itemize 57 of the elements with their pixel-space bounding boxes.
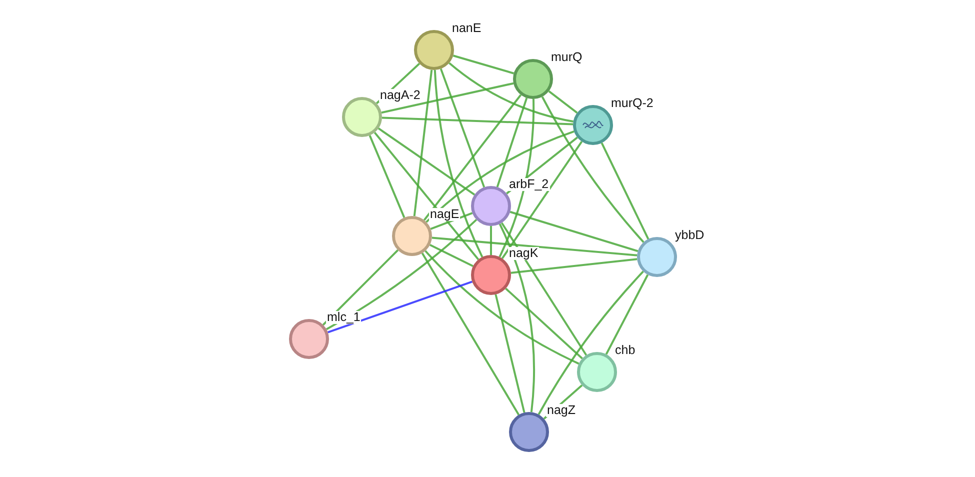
interaction-line — [368, 135, 406, 218]
protein-node — [471, 255, 511, 295]
interaction-line — [600, 142, 650, 240]
interaction-line — [421, 252, 520, 416]
interaction-line — [505, 288, 583, 360]
interaction-line — [496, 98, 528, 188]
interaction-line — [541, 96, 644, 243]
interaction-line — [430, 244, 474, 268]
interaction-line — [500, 222, 588, 356]
protein-node — [577, 352, 617, 392]
interaction-line — [490, 226, 492, 255]
interaction-line — [432, 236, 638, 256]
node-label: nagZ — [546, 404, 576, 416]
protein-node — [471, 186, 511, 226]
interaction-line — [423, 94, 522, 221]
interaction-line — [326, 218, 478, 330]
interaction-line — [538, 270, 644, 415]
interaction-line — [448, 62, 574, 123]
interaction-line — [430, 212, 473, 230]
node-label: ybbD — [674, 229, 706, 242]
interaction-line — [413, 70, 433, 216]
interaction-line — [328, 280, 472, 334]
node-label: nagK — [508, 247, 540, 260]
interaction-line — [510, 258, 638, 274]
node-label: murQ — [550, 51, 584, 64]
interaction-line — [440, 68, 486, 188]
interaction-line — [434, 70, 484, 258]
interaction-line — [382, 116, 574, 126]
protein-node — [509, 412, 549, 452]
interaction-line — [322, 249, 399, 326]
interaction-line — [498, 99, 535, 258]
node-label: nagA-2 — [379, 89, 422, 102]
interaction-line — [510, 210, 638, 252]
node-label: arbF_2 — [508, 178, 550, 190]
interaction-line — [501, 140, 583, 260]
node-label: nagE — [429, 208, 460, 220]
interaction-line — [605, 274, 649, 355]
interaction-line — [424, 250, 580, 365]
protein-node — [573, 105, 613, 145]
protein-node — [414, 30, 454, 70]
interaction-line — [374, 132, 480, 260]
interaction-line — [494, 294, 526, 413]
interaction-line — [548, 90, 578, 114]
node-label: nanE — [451, 22, 482, 34]
interaction-line — [452, 54, 514, 74]
interaction-line — [381, 82, 514, 114]
interaction-line — [426, 130, 574, 223]
interaction-line — [498, 224, 535, 412]
protein-node — [513, 59, 553, 99]
protein-node — [392, 216, 432, 256]
protein-node — [342, 97, 382, 137]
protein-node — [289, 319, 329, 359]
protein-node — [637, 237, 677, 277]
interaction-line — [378, 128, 476, 196]
node-label: murQ-2 — [610, 97, 654, 110]
node-label: chb — [614, 344, 636, 356]
node-label: mlc_1 — [326, 311, 362, 324]
